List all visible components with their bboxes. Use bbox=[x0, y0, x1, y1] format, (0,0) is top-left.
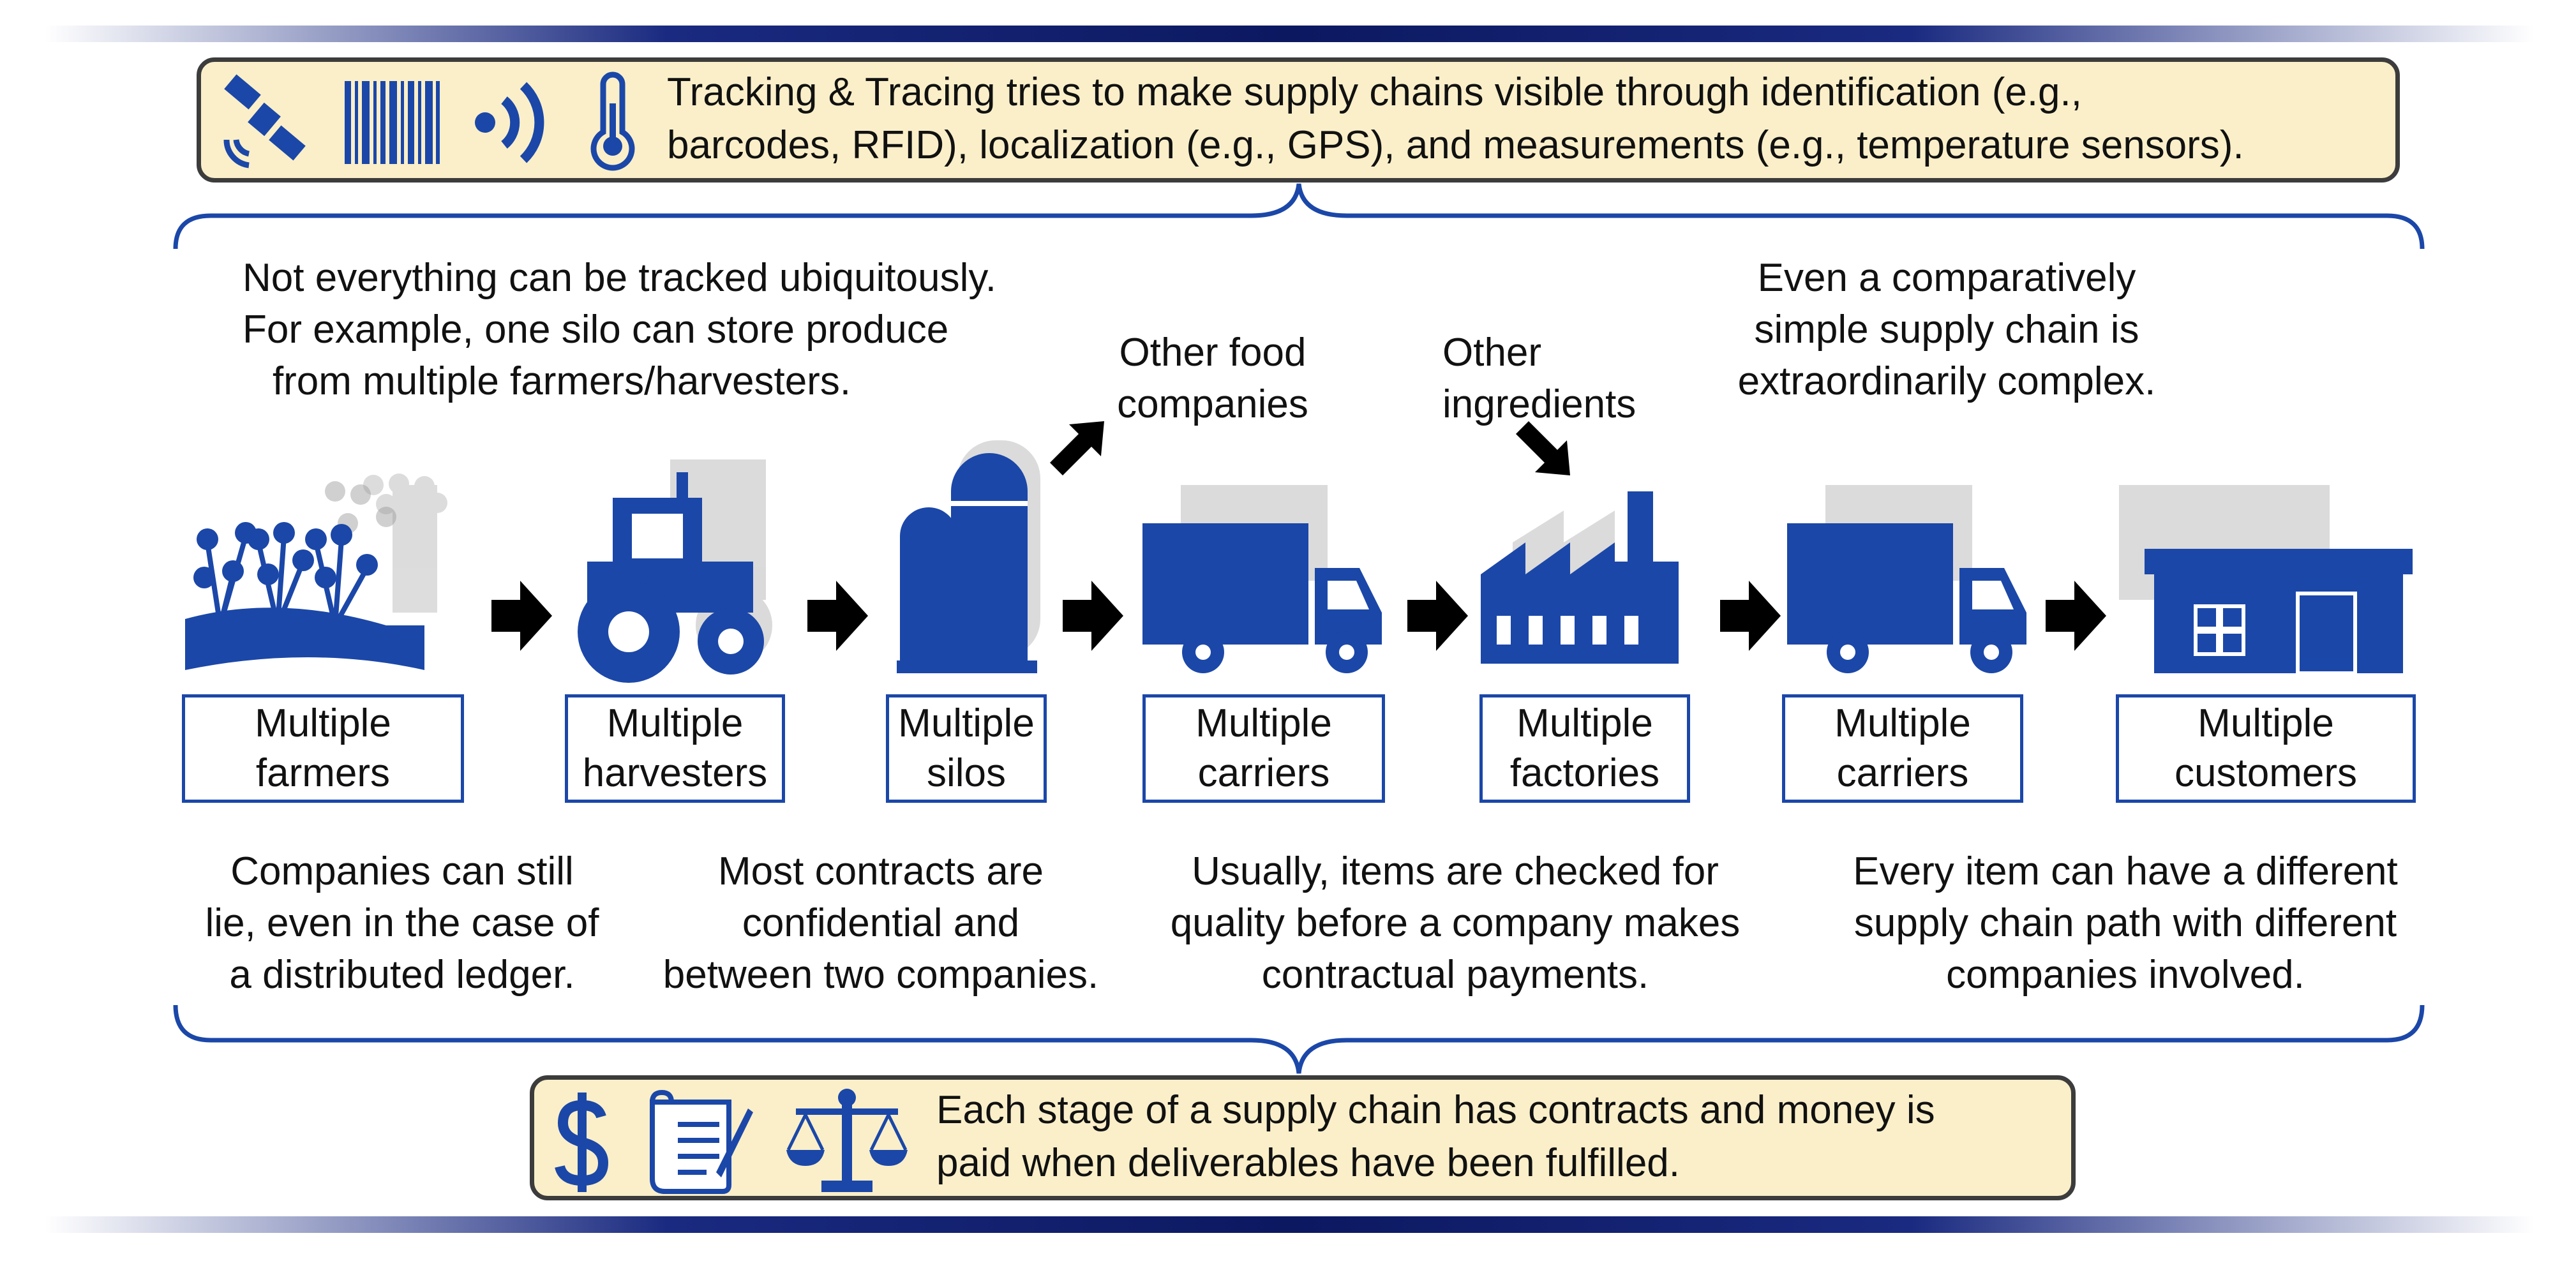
quality-note-line: Usually, items are checked for bbox=[1192, 849, 1719, 893]
stage-label-line: Multiple bbox=[606, 701, 744, 745]
path-note: Every item can have a different supply c… bbox=[1806, 846, 2445, 1001]
scales-icon bbox=[783, 1086, 911, 1195]
flow-arrow-icon bbox=[1720, 581, 1781, 651]
stage-label-line: silos bbox=[926, 751, 1007, 795]
thermometer-icon bbox=[590, 71, 635, 171]
tracking-limit-note-line: from multiple farmers/harvesters. bbox=[272, 359, 851, 403]
complexity-note-line: simple supply chain is bbox=[1754, 308, 2139, 352]
barcode-icon bbox=[345, 81, 440, 164]
satellite-icon bbox=[220, 70, 316, 178]
tracking-info-box: Tracking & Tracing tries to make supply … bbox=[197, 57, 2400, 183]
complexity-note-line: extraordinarily complex. bbox=[1737, 359, 2156, 403]
top-brace bbox=[173, 183, 2425, 250]
tracking-limit-note: Not everything can be tracked ubiquitous… bbox=[243, 252, 996, 407]
quality-note: Usually, items are checked for quality b… bbox=[1136, 846, 1774, 1001]
quality-note-line: contractual payments. bbox=[1261, 953, 1649, 997]
stage-label-factories: Multiple factories bbox=[1479, 694, 1690, 803]
stage-label-line: Multiple bbox=[1195, 701, 1332, 745]
contracts-info-line-2: paid when deliverables have been fulfill… bbox=[936, 1141, 1681, 1185]
rfid-signal-icon bbox=[472, 78, 555, 167]
stage-label-line: Multiple bbox=[1834, 701, 1971, 745]
contracts-info-box: Each stage of a supply chain has contrac… bbox=[530, 1075, 2076, 1200]
truck-icon bbox=[1787, 485, 2026, 673]
dollar-icon bbox=[553, 1091, 611, 1193]
field-icon bbox=[185, 474, 447, 670]
bottom-banner-bar bbox=[45, 1216, 2534, 1233]
other-food-companies-line: Other food bbox=[1119, 331, 1307, 375]
stage-label-harvesters: Multiple harvesters bbox=[565, 694, 785, 803]
stage-label-line: carriers bbox=[1836, 751, 1969, 795]
ledger-note-line: a distributed ledger. bbox=[229, 953, 575, 997]
stage-label-line: carriers bbox=[1197, 751, 1330, 795]
other-ingredients-line: Other bbox=[1442, 331, 1542, 375]
stage-label-line: customers bbox=[2175, 751, 2357, 795]
flow-arrow-icon bbox=[1063, 581, 1123, 651]
tracking-limit-note-line: For example, one silo can store produce bbox=[243, 308, 949, 352]
flow-arrow-icon bbox=[2046, 581, 2106, 651]
flow-arrow-icon bbox=[807, 581, 868, 651]
other-food-companies-line: companies bbox=[1117, 382, 1308, 426]
truck-icon bbox=[1142, 485, 1382, 673]
bottom-brace bbox=[173, 1004, 2425, 1074]
complexity-note-line: Even a comparatively bbox=[1757, 256, 2136, 300]
tractor-icon bbox=[578, 459, 772, 683]
stage-label-customers: Multiple customers bbox=[2116, 694, 2416, 803]
factory-icon bbox=[1481, 491, 1679, 664]
ledger-note-line: lie, even in the case of bbox=[205, 901, 599, 945]
stage-label-farmers: Multiple farmers bbox=[182, 694, 464, 803]
ledger-note: Companies can still lie, even in the cas… bbox=[179, 846, 625, 1001]
flow-arrow-icon bbox=[1407, 581, 1468, 651]
other-food-companies-note: Other food companies bbox=[1098, 327, 1328, 430]
other-ingredients-line: ingredients bbox=[1442, 382, 1636, 426]
tracking-limit-note-line: Not everything can be tracked ubiquitous… bbox=[243, 256, 996, 300]
path-note-line: supply chain path with different bbox=[1853, 901, 2397, 945]
complexity-note: Even a comparatively simple supply chain… bbox=[1691, 252, 2202, 407]
stage-label-silos: Multiple silos bbox=[886, 694, 1047, 803]
contract-icon bbox=[646, 1089, 754, 1195]
outflow-arrow-icon bbox=[1050, 421, 1104, 475]
silo-icon bbox=[897, 440, 1040, 673]
path-note-line: Every item can have a different bbox=[1853, 849, 2398, 893]
tracking-info-line-1: Tracking & Tracing tries to make supply … bbox=[667, 70, 2082, 114]
tracking-info-line-2: barcodes, RFID), localization (e.g., GPS… bbox=[667, 123, 2244, 167]
stage-label-line: Multiple bbox=[255, 701, 391, 745]
store-icon bbox=[2119, 485, 2413, 675]
contracts-note-line: between two companies. bbox=[663, 953, 1099, 997]
contracts-note: Most contracts are confidential and betw… bbox=[638, 846, 1123, 1001]
contracts-info-line-1: Each stage of a supply chain has contrac… bbox=[936, 1088, 1935, 1132]
ledger-note-line: Companies can still bbox=[230, 849, 574, 893]
stage-label-line: Multiple bbox=[898, 701, 1035, 745]
stage-label-line: Multiple bbox=[2198, 701, 2334, 745]
stage-label-line: Multiple bbox=[1516, 701, 1653, 745]
quality-note-line: quality before a company makes bbox=[1170, 901, 1741, 945]
contracts-note-line: Most contracts are bbox=[718, 849, 1044, 893]
flow-arrow-icon bbox=[491, 581, 552, 651]
inflow-arrow-icon bbox=[1516, 421, 1570, 475]
stage-label-line: farmers bbox=[255, 751, 391, 795]
stage-label-carriers: Multiple carriers bbox=[1782, 694, 2023, 803]
stage-label-line: harvesters bbox=[582, 751, 768, 795]
top-banner-bar bbox=[45, 26, 2534, 42]
contracts-note-line: confidential and bbox=[742, 901, 1020, 945]
stage-label-carriers: Multiple carriers bbox=[1142, 694, 1385, 803]
other-ingredients-note: Other ingredients bbox=[1442, 327, 1672, 430]
stage-label-line: factories bbox=[1509, 751, 1660, 795]
path-note-line: companies involved. bbox=[1946, 953, 2305, 997]
